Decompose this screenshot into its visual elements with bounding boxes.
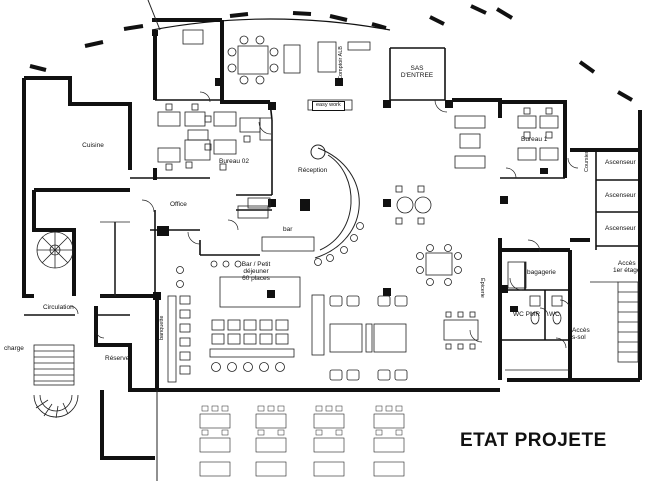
label-reserve: Réserve: [105, 355, 130, 362]
banquette-bench: [167, 295, 177, 383]
reception-stools: [314, 222, 364, 266]
label-comptoir: Comptoir ALB: [338, 46, 344, 80]
label-bar: bar: [283, 226, 293, 233]
booth-tables: [311, 294, 407, 356]
label-easy-work: easy work: [312, 101, 345, 111]
label-ascenseur-3: Ascenseur: [605, 225, 636, 232]
plan-title: ETAT PROJETE: [460, 430, 607, 451]
label-reception: Réception: [298, 167, 328, 174]
label-sas-entree: SAS D'ENTREE: [400, 65, 434, 79]
bureau-1-desks: [517, 107, 559, 161]
spiral-stairs-bottom: [33, 394, 79, 419]
label-bureau-02: Bureau 02: [219, 158, 249, 165]
desk-block: [317, 41, 337, 73]
bar-counter: [261, 236, 315, 252]
bureau-desks: [157, 29, 273, 163]
label-charge: charge: [4, 345, 24, 352]
label-wc-pmr: WC PMR: [513, 311, 541, 318]
exterior-walls: [22, 18, 642, 460]
kitchen-hood: [100, 221, 130, 297]
dining-table-right: [443, 319, 479, 341]
label-office: Office: [170, 201, 187, 208]
reception-desk: [310, 144, 360, 259]
armchairs: [329, 295, 408, 381]
label-bagagerie: bagagerie: [527, 269, 556, 276]
spiral-stairs-top: [36, 231, 74, 269]
straight-stairs-left: [33, 344, 75, 386]
label-ascenseur-2: Ascenseur: [605, 192, 636, 199]
label-bureau-1: Bureau 1: [521, 136, 548, 143]
dining-stools: [176, 260, 285, 372]
facade-segments: [29, 4, 633, 102]
dining-tables-grid: [179, 295, 295, 375]
label-coursier: Coursier: [584, 151, 590, 172]
label-acces-sous-sol: Accès s-sol: [572, 327, 590, 341]
straight-stairs-right: [600, 281, 639, 363]
meeting-chairs: [227, 35, 279, 85]
bureau-chairs: [165, 103, 251, 171]
label-acces-1er-etage: Accès 1er étage: [613, 260, 641, 274]
lounge-tables: [395, 185, 432, 225]
epicerie-table: [425, 252, 453, 276]
label-epicerie: Épicerie: [479, 278, 485, 298]
wc-fixtures: [507, 261, 563, 325]
door-swings: [69, 91, 579, 349]
interior-walls: [24, 47, 640, 341]
label-wc: WC: [549, 311, 560, 318]
label-cuisine: Cuisine: [82, 142, 104, 149]
terrace-tables: [199, 413, 405, 477]
label-circulation: Circulation: [43, 304, 74, 311]
meeting-table: [237, 45, 269, 75]
label-bar-petit-dejeuner: Bar / Petit déjeuner 60 places: [241, 261, 271, 282]
label-ascenseur-1: Ascenseur: [605, 159, 636, 166]
breakfast-island: [219, 276, 301, 308]
terrace-chairs: [201, 405, 403, 436]
lounge-sofas: [454, 115, 486, 169]
label-banquette: banquette: [159, 315, 165, 340]
pillars: [152, 30, 548, 312]
sofa: [283, 44, 301, 74]
